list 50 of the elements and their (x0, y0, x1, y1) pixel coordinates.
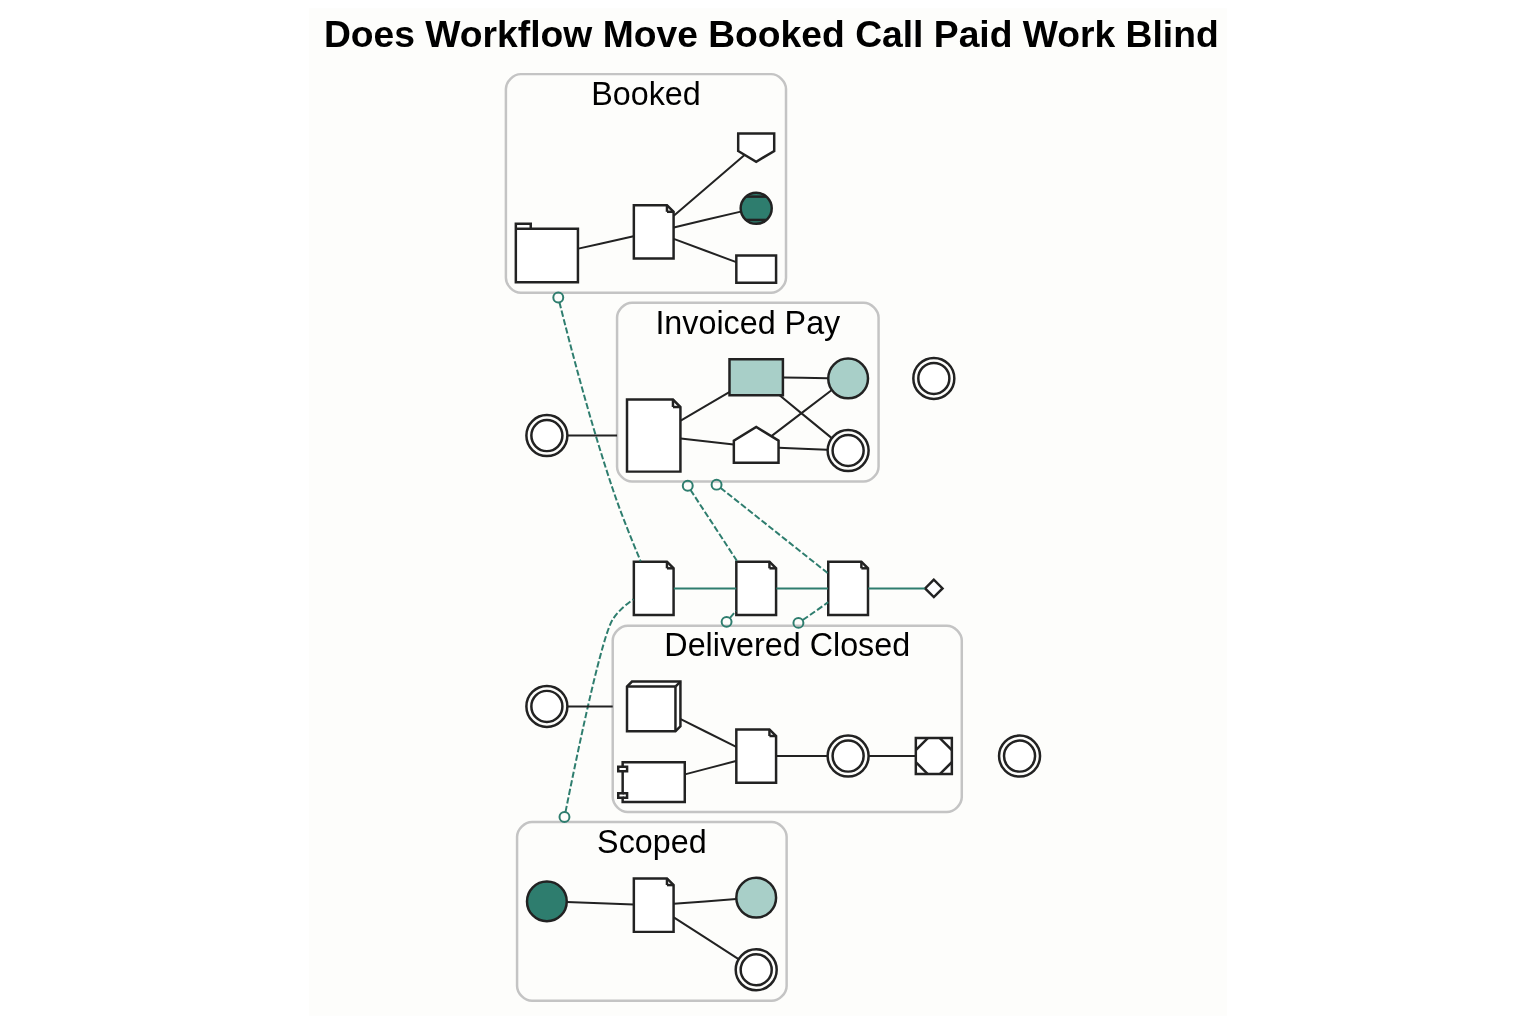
connector (777, 446, 829, 451)
connector (681, 479, 739, 563)
connector (672, 916, 740, 961)
connector (679, 391, 731, 422)
cluster: Scoped (515, 820, 788, 1003)
connector (770, 389, 833, 438)
node-share (739, 191, 773, 226)
connector (867, 587, 926, 590)
connector (683, 760, 737, 776)
connector (710, 478, 830, 575)
connector (672, 587, 738, 590)
node-check (525, 413, 569, 458)
connector (672, 898, 738, 905)
connector (720, 609, 738, 628)
node-check (826, 734, 870, 778)
connector (566, 705, 614, 708)
node-bell (736, 132, 776, 164)
connector (552, 291, 642, 563)
connector (558, 598, 635, 824)
connector (566, 434, 619, 437)
node-check (997, 734, 1042, 778)
connector (679, 718, 738, 748)
cluster: Delivered Closed (611, 624, 964, 814)
cluster: Invoiced Pay (615, 301, 880, 483)
node-chart (617, 761, 686, 804)
connector (782, 376, 829, 380)
connector (775, 755, 829, 758)
node-check (912, 356, 956, 401)
cluster: Booked (504, 72, 788, 294)
node-check (525, 684, 569, 729)
connector (778, 394, 833, 439)
connector (565, 901, 635, 906)
node-card (728, 357, 785, 397)
node-check (734, 948, 778, 992)
connector (577, 235, 635, 250)
node-diamond (923, 577, 945, 599)
node-alert (735, 876, 778, 919)
node-target (525, 880, 568, 923)
node-alert (827, 357, 870, 400)
node-bank (732, 425, 780, 465)
node-envelope (735, 254, 778, 285)
connector (679, 437, 735, 446)
diagram-title: Does Workflow Move Booked Call Paid Work Blind (323, 12, 1219, 55)
connector (775, 587, 829, 590)
connector (792, 601, 830, 629)
connector (672, 210, 742, 229)
connector (867, 755, 917, 758)
connector (672, 237, 738, 264)
connector (672, 154, 746, 217)
node-check (826, 428, 870, 473)
